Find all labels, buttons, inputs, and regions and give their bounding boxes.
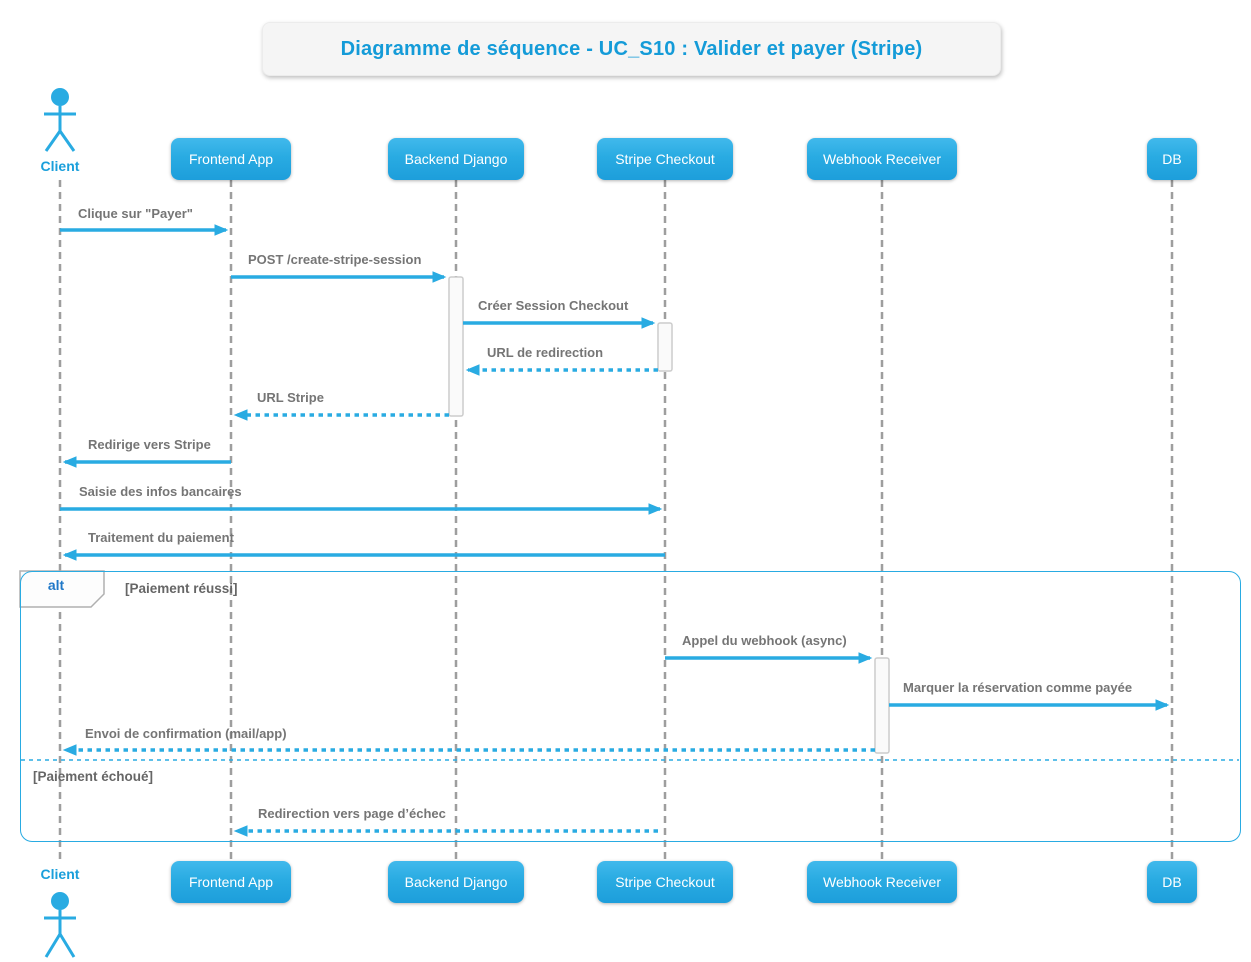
message-label-6: Redirige vers Stripe — [88, 437, 211, 452]
diagram-title: Diagramme de séquence - UC_S10 : Valider… — [262, 22, 1001, 76]
client-label-bottom: Client — [40, 866, 80, 882]
message-label-9: Appel du webhook (async) — [682, 633, 847, 648]
participant-backend-bottom: Backend Django — [388, 861, 524, 903]
solid-arrows — [60, 224, 1170, 711]
participant-frontend-top: Frontend App — [171, 138, 291, 180]
participant-backend-top: Backend Django — [388, 138, 524, 180]
stick-figure-left-leg — [44, 130, 62, 152]
participant-stripe-bottom: Stripe Checkout — [597, 861, 733, 903]
participant-label: DB — [1162, 874, 1182, 890]
message-label-4: URL de redirection — [487, 345, 604, 360]
participant-stripe-top: Stripe Checkout — [597, 138, 733, 180]
alt-condition-success: [Paiement réussi] — [125, 581, 238, 596]
participant-label: Stripe Checkout — [615, 151, 715, 167]
stick-figure-head — [51, 892, 69, 910]
activation-stripe — [657, 322, 673, 372]
participant-label: Webhook Receiver — [822, 151, 942, 167]
participant-db-top: DB — [1147, 138, 1197, 180]
participant-label: Webhook Receiver — [822, 874, 942, 890]
message-label-3: Créer Session Checkout — [478, 298, 629, 313]
message-label-11: Envoi de confirmation (mail/app) — [85, 726, 287, 741]
participant-label: DB — [1162, 151, 1182, 167]
participant-label: Frontend App — [188, 874, 274, 890]
diagram-title-text: Diagramme de séquence - UC_S10 : Valider… — [340, 37, 923, 60]
message-label-5: URL Stripe — [257, 390, 324, 405]
stick-figure-head — [51, 88, 69, 106]
alt-frame — [20, 571, 1241, 842]
participant-webhook-top: Webhook Receiver — [807, 138, 957, 180]
message-label-7: Saisie des infos bancaires — [79, 484, 242, 499]
activation-backend — [448, 276, 464, 417]
participant-label: Frontend App — [188, 151, 274, 167]
participant-webhook-bottom: Webhook Receiver — [807, 861, 957, 903]
client-actor-figure-top — [44, 88, 76, 152]
message-label-8: Traitement du paiement — [88, 530, 234, 545]
client-label-top: Client — [40, 158, 80, 174]
alt-condition-failure: [Paiement échoué] — [33, 769, 154, 784]
participant-db-bottom: DB — [1147, 861, 1197, 903]
message-label-12: Redirection vers page d’échec — [258, 806, 446, 821]
participant-label: Backend Django — [404, 151, 508, 167]
dashed-arrows — [62, 364, 875, 837]
participant-label: Stripe Checkout — [615, 874, 715, 890]
stick-figure-right-leg — [58, 130, 76, 152]
alt-keyword: alt — [47, 577, 65, 593]
participant-frontend-bottom: Frontend App — [171, 861, 291, 903]
client-actor-figure-bottom — [44, 892, 76, 958]
message-label-2: POST /create-stripe-session — [248, 252, 422, 267]
activation-bars — [448, 276, 890, 754]
message-label-10: Marquer la réservation comme payée — [903, 680, 1133, 695]
stick-figure-left-leg — [44, 933, 62, 958]
message-label-1: Clique sur "Payer" — [78, 206, 193, 221]
participant-label: Backend Django — [404, 874, 508, 890]
stick-figure-right-leg — [58, 933, 76, 958]
